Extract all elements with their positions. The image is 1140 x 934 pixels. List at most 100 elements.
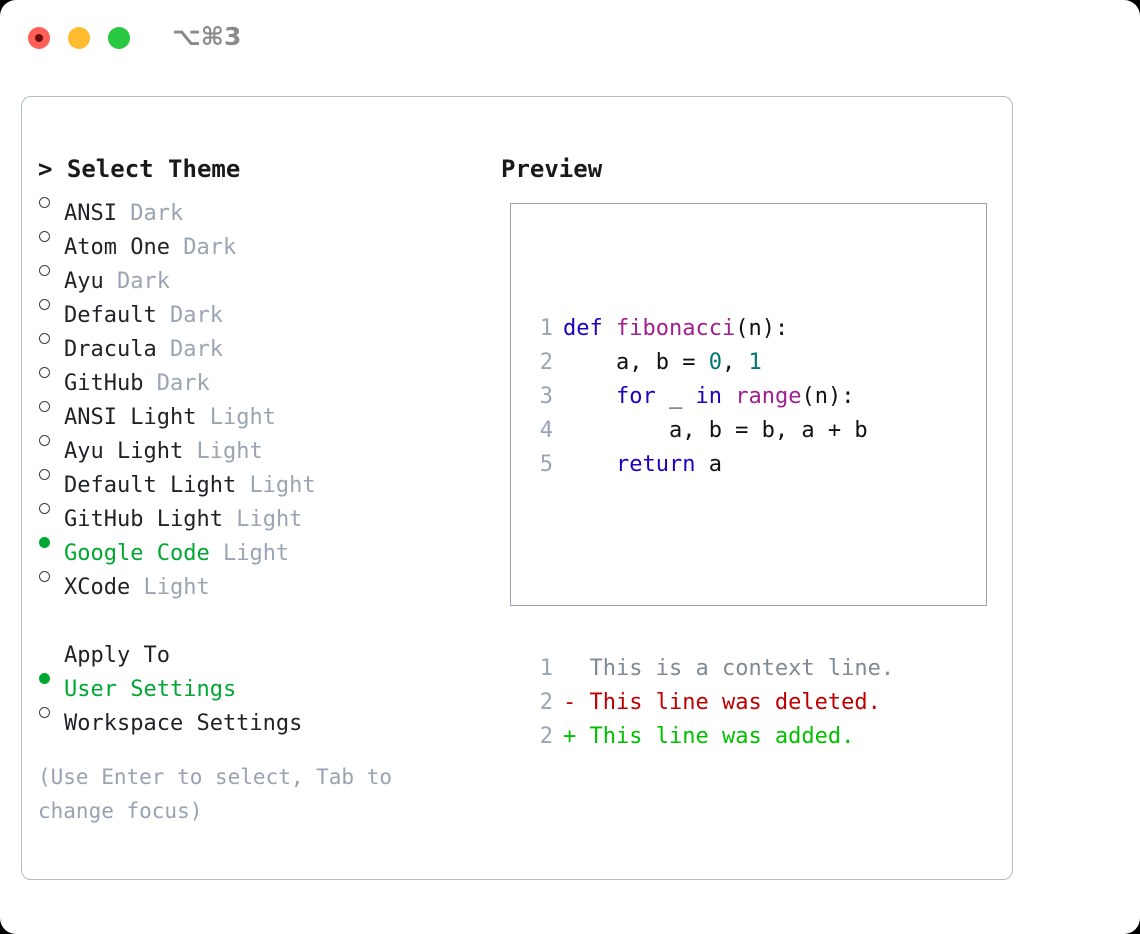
label-variant-gap (143, 367, 156, 401)
radio-unselected-icon (38, 220, 64, 254)
code-token-plain: a (695, 452, 722, 477)
label-variant-gap (210, 537, 223, 571)
label-variant-gap (130, 571, 143, 605)
theme-option-github[interactable]: GitHub Dark (38, 356, 478, 396)
diff-text: This line was added. (589, 724, 855, 749)
code-token-plain: (n): (735, 316, 789, 341)
theme-option-ansi[interactable]: ANSI Dark (38, 186, 478, 226)
label-variant-gap (236, 469, 249, 503)
label-variant-gap (196, 401, 209, 435)
theme-option-github-light[interactable]: GitHub Light Light (38, 492, 478, 532)
code-token-kw: def (563, 316, 616, 341)
theme-option-variant: Dark (130, 201, 184, 226)
code-token-plain: a, b = (563, 350, 709, 375)
radio-unselected-icon (38, 458, 64, 492)
code-token-plain (563, 384, 616, 409)
diff-line-del: 2- This line was deleted. (523, 686, 894, 720)
line-number: 2 (539, 350, 553, 375)
line-number: 2 (539, 724, 553, 749)
theme-option-dracula[interactable]: Dracula Dark (38, 322, 478, 362)
code-token-plain: _ (655, 384, 696, 409)
theme-option-variant: Dark (169, 337, 223, 362)
theme-option-ayu-light[interactable]: Ayu Light Light (38, 424, 478, 464)
radio-unselected-icon (38, 560, 64, 594)
radio-unselected-icon (38, 424, 64, 458)
theme-option-default[interactable]: Default Dark (38, 288, 478, 328)
code-token-fn: range (735, 384, 802, 409)
apply-to-option-user-settings[interactable]: User Settings (38, 662, 478, 702)
apply-to-option-workspace-settings[interactable]: Workspace Settings (38, 696, 478, 736)
radio-selected-icon (38, 662, 64, 696)
theme-option-google-code[interactable]: Google Code Light (38, 526, 478, 566)
code-line: 1 def fibonacci(n): (523, 312, 894, 346)
apply-to-heading: Apply To (64, 643, 170, 668)
code-token-plain: , (721, 350, 749, 375)
apply-to-heading-row: Apply To (38, 628, 478, 668)
radio-unselected-icon (38, 254, 64, 288)
line-number: 4 (539, 418, 553, 443)
code-token-num: 1 (748, 350, 762, 375)
code-line: 5 return a (523, 448, 894, 482)
label-variant-gap (170, 231, 183, 265)
code-line: 3 for _ in range(n): (523, 380, 894, 414)
code-token-fn: fibonacci (615, 316, 736, 341)
title-bar: ⌥⌘3 (0, 0, 1140, 78)
theme-option-variant: Light (236, 507, 303, 532)
theme-option-label: XCode (64, 575, 131, 600)
theme-option-variant: Light (143, 575, 210, 600)
theme-option-default-light[interactable]: Default Light Light (38, 458, 478, 498)
code-spacer (523, 550, 894, 584)
label-variant-gap (223, 503, 236, 537)
diff-marker (563, 656, 590, 681)
radio-selected-icon (38, 526, 64, 560)
theme-option-label: Default Light (64, 473, 237, 498)
radio-unselected-icon (38, 356, 64, 390)
theme-option-variant: Dark (156, 371, 210, 396)
theme-option-ansi-light[interactable]: ANSI Light Light (38, 390, 478, 430)
theme-option-variant: Dark (183, 235, 237, 260)
maximize-button[interactable] (108, 27, 130, 49)
diff-text: This line was deleted. (589, 690, 881, 715)
theme-option-xcode[interactable]: XCode Light (38, 560, 478, 600)
code-token-kw: for (615, 384, 656, 409)
minimize-button[interactable] (68, 27, 90, 49)
radio-unselected-icon (38, 288, 64, 322)
code-line: 4 a, b = b, a + b (523, 414, 894, 448)
theme-option-label: ANSI Light (64, 405, 197, 430)
code-token-kw: in (695, 384, 722, 409)
theme-option-label: ANSI (64, 201, 117, 226)
code-line: 2 a, b = 0, 1 (523, 346, 894, 380)
diff-marker: + (563, 724, 590, 749)
theme-option-variant: Light (222, 541, 290, 566)
label-variant-gap (157, 299, 170, 333)
diff-line-add: 2 + This line was added. (523, 720, 894, 754)
code-token-num: 0 (708, 350, 722, 375)
theme-option-label: Default (64, 303, 157, 328)
theme-option-label: Ayu Light (64, 439, 184, 464)
theme-option-variant: Light (196, 439, 263, 464)
theme-option-ayu[interactable]: Ayu Dark (38, 254, 478, 294)
code-token-plain (722, 384, 735, 409)
theme-option-label: GitHub (64, 371, 144, 396)
apply-to-option-label: Workspace Settings (64, 711, 303, 736)
theme-option-variant: Dark (117, 269, 170, 294)
apply-to-option-label: User Settings (64, 677, 237, 702)
line-number: 2 (539, 690, 553, 715)
diff-text: This is a context line. (589, 656, 895, 681)
line-number: 5 (539, 452, 553, 477)
label-variant-gap (157, 333, 170, 367)
close-button[interactable] (28, 27, 50, 49)
label-variant-gap (104, 265, 117, 299)
theme-option-label: Dracula (64, 337, 157, 362)
radio-unselected-icon (38, 322, 64, 356)
line-number: 1 (539, 316, 553, 341)
label-variant-gap (117, 197, 130, 231)
code-token-plain: a, b = b, a + b (563, 418, 868, 443)
theme-option-atom-one[interactable]: Atom One Dark (38, 220, 478, 260)
theme-option-label: Google Code (64, 541, 210, 566)
radio-unselected-icon (38, 696, 64, 730)
